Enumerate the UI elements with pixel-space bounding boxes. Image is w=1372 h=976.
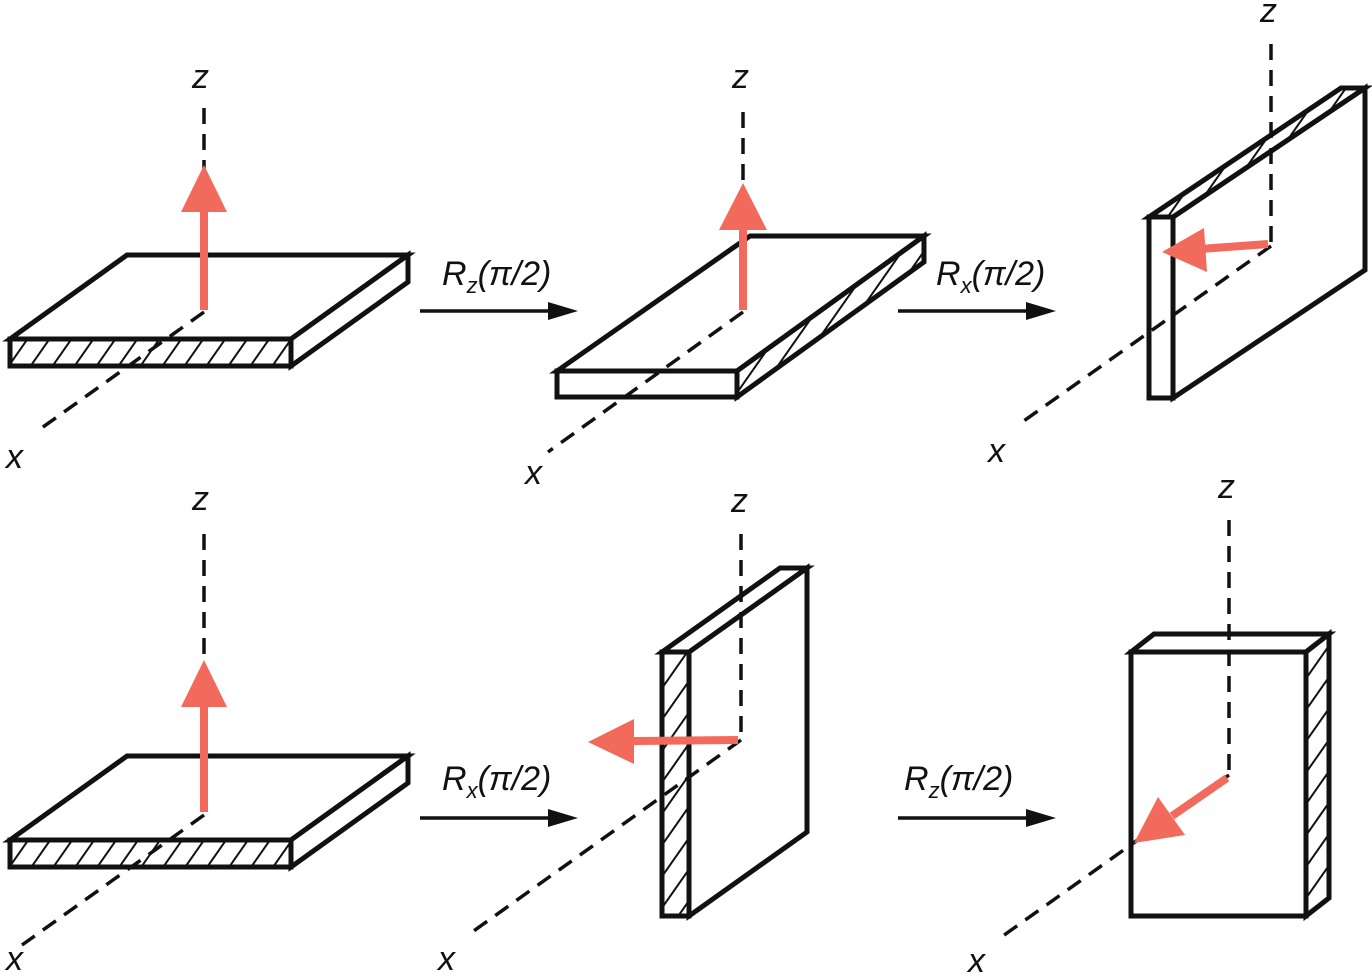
x-axis bbox=[20, 813, 206, 947]
operator-label: Rx(π/2) bbox=[442, 760, 551, 803]
z-axis-label: z bbox=[1259, 0, 1277, 30]
operator-row1-b: Rx(π/2) bbox=[898, 255, 1056, 320]
slab-front-edge-hatched bbox=[7, 336, 294, 369]
x-axis-label: x bbox=[4, 940, 24, 976]
slab-side-edge-hatched bbox=[734, 231, 927, 402]
vector-arrow-head bbox=[588, 719, 634, 764]
vector-arrow-shaft bbox=[629, 736, 739, 745]
vector-arrow-shaft bbox=[1199, 240, 1269, 253]
x-axis-label: x bbox=[436, 940, 456, 976]
operator-label: Rz(π/2) bbox=[442, 255, 551, 298]
panel-row2-col2: z x bbox=[436, 482, 815, 976]
x-axis-label: x bbox=[523, 454, 543, 492]
operator-label: Rx(π/2) bbox=[936, 255, 1045, 298]
operator-arrow-head bbox=[1026, 809, 1056, 827]
slab-side-edge-hatched bbox=[1303, 628, 1332, 922]
operator-row2-b: Rz(π/2) bbox=[898, 760, 1056, 827]
panel-row1-col3: z x bbox=[986, 0, 1372, 470]
operator-row2-a: Rx(π/2) bbox=[420, 760, 578, 827]
vector-arrow-head bbox=[719, 183, 767, 230]
operator-label: Rz(π/2) bbox=[904, 760, 1013, 803]
panel-row2-col1: z x bbox=[2, 480, 416, 976]
operator-row1-a: Rz(π/2) bbox=[420, 255, 578, 320]
slab-front-edge-hatched bbox=[659, 649, 692, 919]
panel-row1-col1: z x bbox=[2, 58, 416, 476]
slab-front-face bbox=[554, 368, 740, 400]
vector-arrow-shaft bbox=[1169, 774, 1230, 820]
vector-arrow-head bbox=[1162, 228, 1207, 272]
x-axis-label: x bbox=[966, 942, 986, 976]
z-axis-label: z bbox=[730, 482, 748, 520]
operator-arrow-head bbox=[1026, 302, 1056, 320]
panel-row1-col2: z x bbox=[523, 58, 932, 492]
panel-row2-col3: z x bbox=[966, 468, 1337, 976]
vector-arrow-head bbox=[181, 660, 227, 707]
z-axis-label: z bbox=[731, 58, 749, 96]
x-axis-label: x bbox=[986, 432, 1006, 470]
x-axis bbox=[34, 310, 206, 434]
slab-front-edge bbox=[1146, 214, 1176, 401]
z-axis-label: z bbox=[1217, 468, 1235, 506]
vector-arrow-head bbox=[181, 165, 227, 212]
x-axis-label: x bbox=[4, 438, 24, 476]
x-axis bbox=[546, 310, 745, 454]
operator-arrow-head bbox=[548, 302, 578, 320]
z-axis-label: z bbox=[191, 58, 209, 96]
vector-arrow-head bbox=[1134, 797, 1185, 843]
x-axis bbox=[998, 773, 1231, 940]
operator-arrow-head bbox=[548, 809, 578, 827]
z-axis-label: z bbox=[191, 480, 209, 518]
x-axis bbox=[466, 738, 743, 937]
